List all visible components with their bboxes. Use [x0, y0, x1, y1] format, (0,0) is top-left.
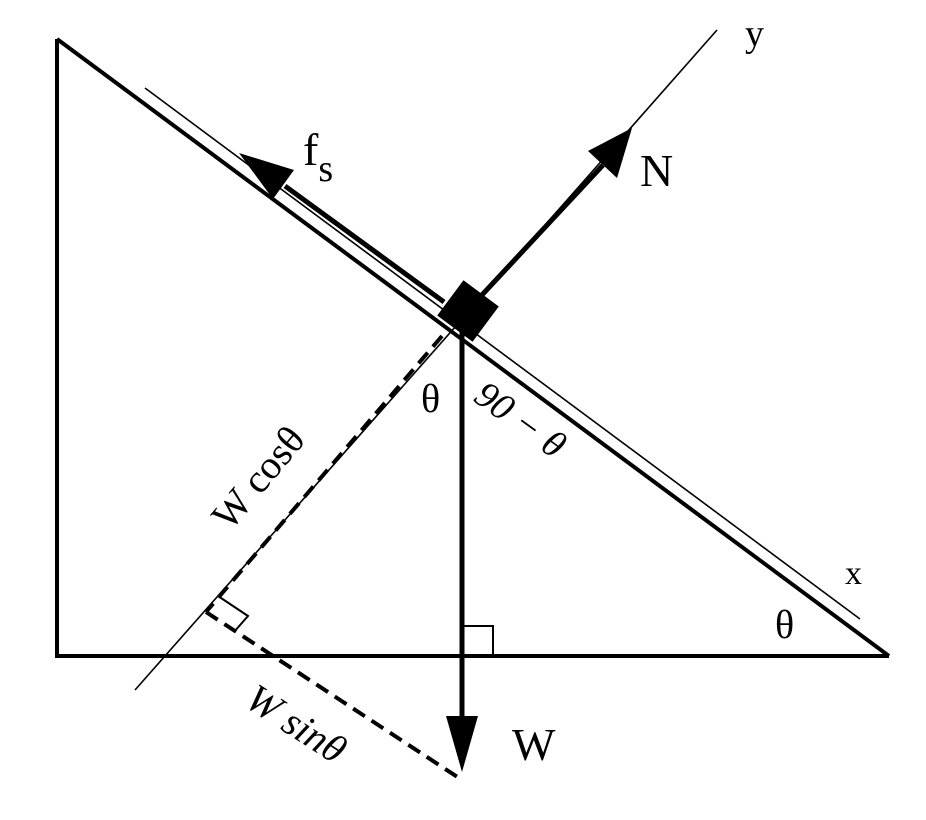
- block: [437, 280, 499, 342]
- friction-label-sub: s: [318, 148, 333, 190]
- w-cos-component-dashed: [204, 334, 444, 614]
- right-angle-marker-base: [462, 625, 494, 656]
- right-angle-marker-components: [217, 595, 250, 633]
- w-sin-label: W sinθ: [238, 675, 354, 772]
- friction-arrowhead: [239, 153, 294, 199]
- friction-label-main: f: [303, 124, 319, 175]
- complement-angle-label: 90 − θ: [467, 373, 574, 467]
- weight-arrowhead: [446, 716, 478, 772]
- w-sin-component-dashed: [204, 610, 464, 782]
- x-axis-label: x: [845, 555, 862, 592]
- normal-vector: [466, 163, 605, 312]
- incline-surface: [55, 37, 891, 658]
- friction-label: fs: [303, 124, 333, 190]
- theta-at-block-label: θ: [421, 376, 440, 421]
- normal-arrowhead: [588, 128, 632, 178]
- weight-label: W: [512, 719, 556, 770]
- theta-at-base-label: θ: [775, 602, 794, 647]
- w-cos-label: W cosθ: [202, 417, 313, 537]
- friction-vector: [283, 183, 446, 305]
- y-axis-label: y: [745, 13, 764, 55]
- normal-label: N: [640, 145, 673, 196]
